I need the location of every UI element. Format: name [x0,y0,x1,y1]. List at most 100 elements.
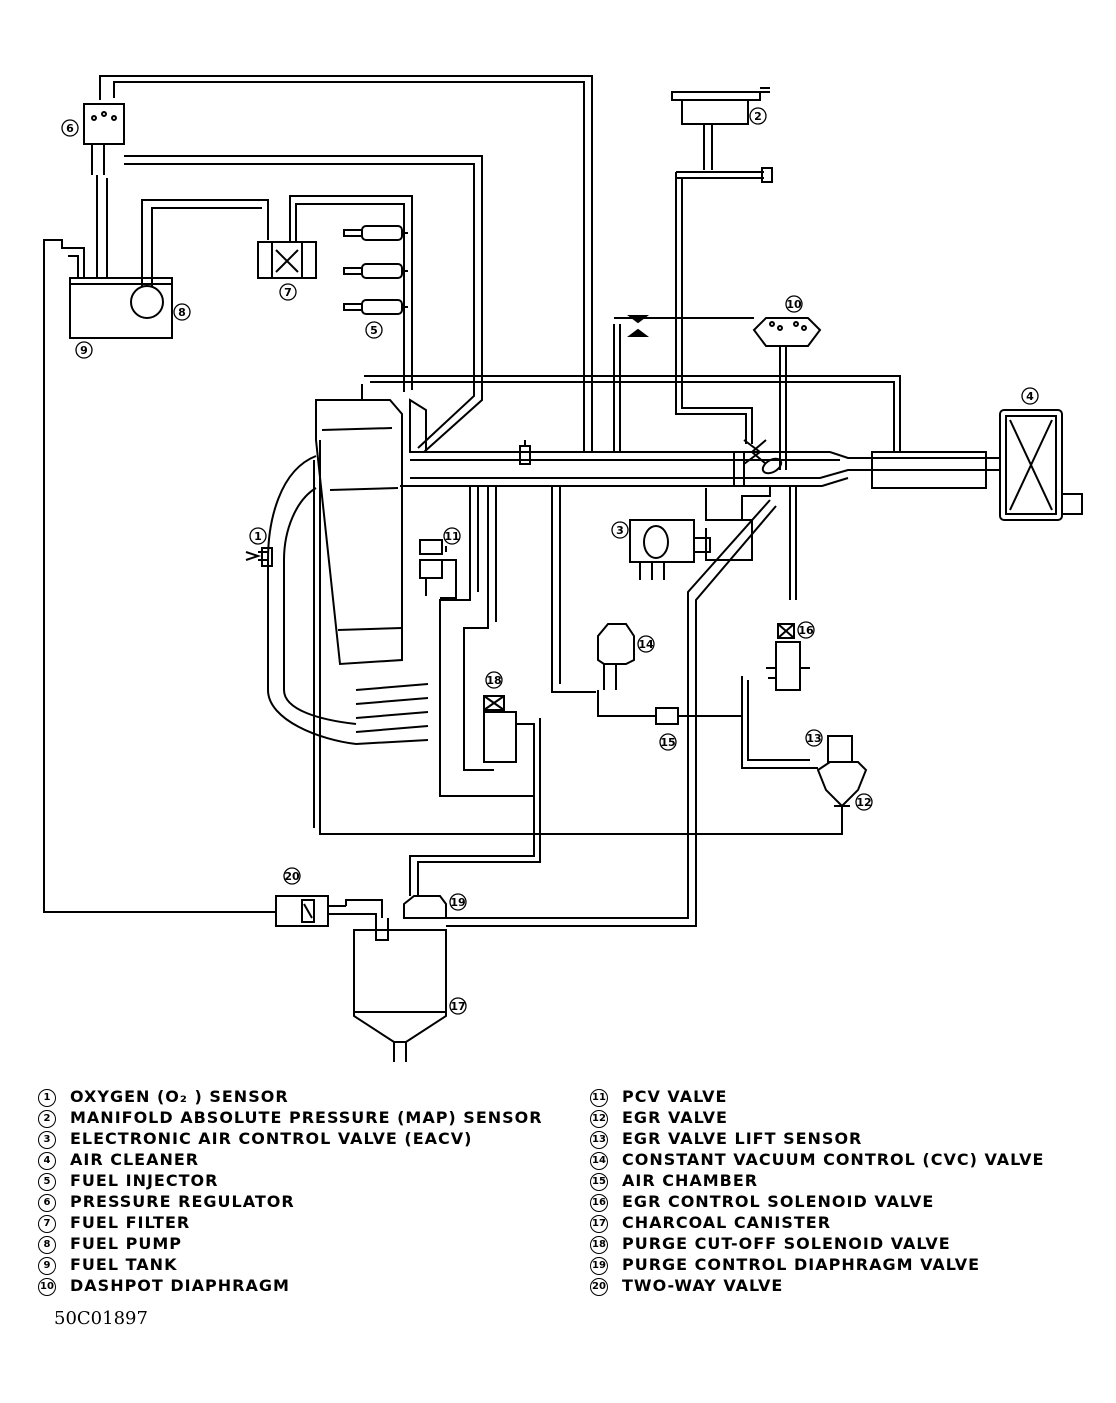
legend-item: 9 FUEL TANK [38,1254,543,1275]
callout-5: 5 [365,321,383,339]
purge-cut-off-solenoid [439,486,535,797]
legend-label: PCV VALVE [622,1087,728,1106]
svg-text:10: 10 [786,298,802,311]
map-sensor [671,87,773,444]
egr-valve [313,440,868,835]
callout-11: 11 [443,527,461,545]
legend-item: 5 FUEL INJECTOR [38,1170,543,1191]
callout-9: 9 [75,341,93,359]
svg-text:9: 9 [80,344,88,357]
svg-text:20: 20 [284,870,300,883]
callout-8: 8 [173,303,191,321]
svg-text:11: 11 [444,530,459,543]
pcv-valve [419,539,457,599]
callout-20: 20 [283,867,301,885]
callout-13: 13 [805,729,823,747]
legend-label: EGR VALVE LIFT SENSOR [622,1129,863,1148]
legend-number: 11 [590,1088,608,1107]
air-chamber [597,690,742,725]
engine-block [315,384,427,666]
cvc-valve [551,486,635,693]
svg-text:14: 14 [638,638,654,651]
legend-item: 4 AIR CLEANER [38,1149,543,1170]
legend-label: PRESSURE REGULATOR [70,1192,295,1211]
callout-7: 7 [279,283,297,301]
intake-duct [364,375,1000,489]
legend-number: 7 [38,1214,56,1233]
svg-text:12: 12 [856,796,871,809]
dashpot-diaphragm [613,315,822,470]
fuel-injectors [343,225,408,315]
legend-number: 17 [590,1214,608,1233]
exhaust-system [245,455,429,745]
legend-number: 2 [38,1109,56,1128]
legend-item: 11 PCV VALVE [590,1086,1044,1107]
fuel-tank [43,175,276,913]
callout-18: 18 [485,671,503,689]
legend-label: FUEL FILTER [70,1213,191,1232]
two-way-valve [275,895,383,927]
callout-17: 17 [449,997,467,1015]
legend-label: FUEL INJECTOR [70,1171,219,1190]
legend-number: 9 [38,1256,56,1275]
legend-label: TWO-WAY VALVE [622,1276,784,1295]
legend-label: AIR CLEANER [70,1150,200,1169]
legend-label: PURGE CONTROL DIAPHRAGM VALVE [622,1255,981,1274]
svg-text:8: 8 [178,306,186,319]
legend-label: EGR CONTROL SOLENOID VALVE [622,1192,935,1211]
legend-label: ELECTRONIC AIR CONTROL VALVE (EACV) [70,1129,473,1148]
callout-10: 10 [785,295,803,313]
callout-16: 16 [797,621,815,639]
svg-text:5: 5 [370,324,378,337]
air-cleaner [999,409,1083,521]
figure-code: 50C01897 [54,1308,148,1329]
egr-control-solenoid [741,623,818,769]
legend-item: 18 PURGE CUT-OFF SOLENOID VALVE [590,1233,1044,1254]
legend-item: 17 CHARCOAL CANISTER [590,1212,1044,1233]
legend-number: 20 [590,1277,608,1296]
legend-number: 15 [590,1172,608,1191]
legend-item: 14 CONSTANT VACUUM CONTROL (CVC) VALVE [590,1149,1044,1170]
legend-number: 3 [38,1130,56,1149]
svg-text:16: 16 [798,624,814,637]
callout-14: 14 [637,635,655,653]
legend-number: 12 [590,1109,608,1128]
legend-label: CHARCOAL CANISTER [622,1213,832,1232]
svg-text:2: 2 [754,110,762,123]
pressure-regulator [83,103,483,453]
fuel-filter [257,195,413,392]
charcoal-canister [353,918,447,1062]
legend-label: PURGE CUT-OFF SOLENOID VALVE [622,1234,951,1253]
legend-number: 19 [590,1256,608,1275]
callouts: 1 2 3 4 5 6 7 8 9 10 11 12 13 14 15 16 1… [61,107,1039,1015]
legend-number: 4 [38,1151,56,1170]
legend-item: 3 ELECTRONIC AIR CONTROL VALVE (EACV) [38,1128,543,1149]
legend-item: 10 DASHPOT DIAPHRAGM [38,1275,543,1296]
legend-label: OXYGEN (O₂ ) SENSOR [70,1087,289,1106]
callout-3: 3 [611,521,629,539]
legend-label: CONSTANT VACUUM CONTROL (CVC) VALVE [622,1150,1045,1169]
legend-item: 20 TWO-WAY VALVE [590,1275,1044,1296]
legend-number: 14 [590,1151,608,1170]
legend-item: 7 FUEL FILTER [38,1212,543,1233]
purge-control-diaphragm [403,499,777,927]
svg-text:1: 1 [254,530,262,543]
callout-6: 6 [61,119,79,137]
svg-text:13: 13 [806,732,821,745]
throttle-body [733,439,783,487]
legend-number: 10 [38,1277,56,1296]
legend-number: 18 [590,1235,608,1254]
legend-label: FUEL TANK [70,1255,178,1274]
legend-label: MANIFOLD ABSOLUTE PRESSURE (MAP) SENSOR [70,1108,543,1127]
legend-label: DASHPOT DIAPHRAGM [70,1276,290,1295]
legend-label: EGR VALVE [622,1108,728,1127]
legend-number: 5 [38,1172,56,1191]
